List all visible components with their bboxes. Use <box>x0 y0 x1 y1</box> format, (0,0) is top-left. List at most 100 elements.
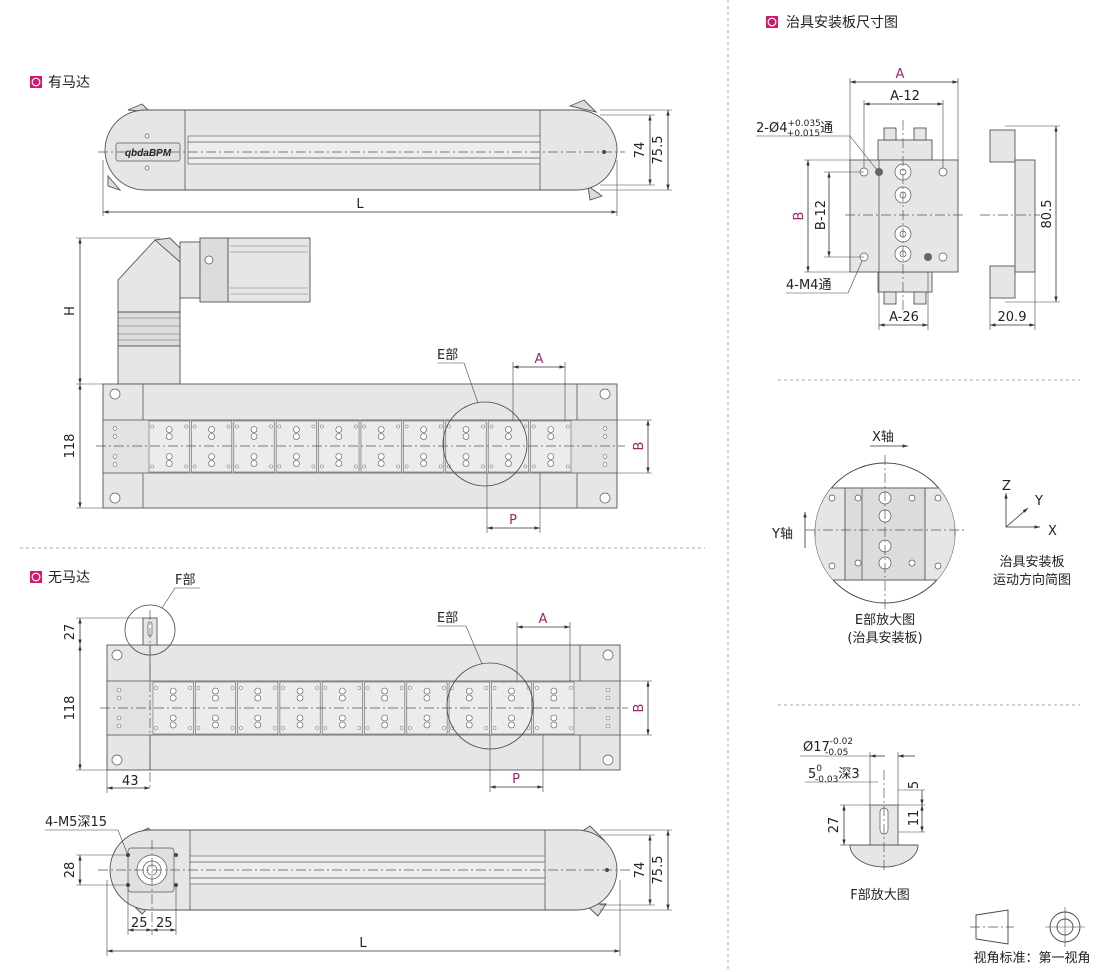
module-hole <box>169 687 177 695</box>
carriage-strip <box>102 419 618 474</box>
motion-subcaption: 运动方向简图 <box>993 572 1071 588</box>
module-hole <box>523 464 528 469</box>
module-hole <box>438 464 443 469</box>
projection-symbol: 视角标准：第一视角 <box>970 907 1091 966</box>
module-hole <box>339 714 346 722</box>
module-hole <box>250 433 258 440</box>
module-hole <box>523 424 528 429</box>
dim-A-26: A-26 <box>889 310 919 325</box>
module-hole <box>154 686 158 690</box>
module-hole <box>150 464 155 469</box>
section-header-with-motor: 有马达 <box>30 75 90 91</box>
section-title: 有马达 <box>48 75 90 91</box>
module-hole <box>550 714 558 722</box>
module-hole <box>531 424 536 429</box>
module-hole <box>319 464 324 469</box>
module-hole <box>399 726 404 730</box>
dim-11: 11 <box>907 810 922 827</box>
detail-F-label: F部 <box>175 573 195 588</box>
logo-text: qbdaBPM <box>125 148 172 159</box>
module-hole <box>569 686 573 690</box>
key-tolerance: 50-0.03深3 <box>808 764 860 785</box>
detail-E-circle <box>442 401 528 487</box>
module-hole <box>192 424 197 429</box>
module-hole <box>362 464 367 469</box>
module-hole <box>250 460 258 467</box>
module-hole <box>423 694 431 702</box>
dim-118: 118 <box>63 696 78 721</box>
dim-28: 28 <box>63 862 78 879</box>
module-hole <box>569 726 573 730</box>
fixture-plate-drawing: A A-12 2-Ø4+0.035+0.015通 B B-12 4-M4通 A-… <box>756 67 1060 330</box>
module-hole <box>535 686 539 690</box>
module-hole <box>484 686 489 690</box>
module-hole <box>465 721 473 729</box>
module-hole <box>508 714 515 722</box>
gear-reducer <box>117 311 181 347</box>
end-hole <box>605 723 611 729</box>
module-hole <box>381 714 388 722</box>
end-hole <box>116 715 122 721</box>
dim-B: B <box>632 442 647 451</box>
module-hole <box>465 694 473 702</box>
module-hole <box>462 426 470 433</box>
module-hole <box>335 460 343 467</box>
module-hole <box>281 686 285 690</box>
module-hole <box>420 453 427 460</box>
end-hole <box>602 434 608 439</box>
module-hole <box>357 686 362 690</box>
f-detail-view: Ø17-0.02-0.05 50-0.03深3 5 11 27 F部放大图 <box>800 737 925 903</box>
module-hole <box>353 464 358 469</box>
module-hole <box>230 686 235 690</box>
dim-A: A <box>535 352 544 367</box>
module-hole <box>365 686 370 690</box>
e-detail-subcaption: (治具安装板) <box>847 631 922 646</box>
top-view-without-motor: 4-M5深15 28 74 75.5 25 25 L <box>45 815 672 956</box>
module-hole <box>442 686 446 690</box>
module-hole <box>323 726 328 730</box>
module-hole <box>404 424 409 429</box>
module-hole <box>296 721 304 729</box>
module-hole <box>535 726 539 730</box>
module-hole <box>531 464 536 469</box>
dim-L: L <box>359 936 367 951</box>
module-hole <box>272 726 277 730</box>
end-hole <box>602 426 608 431</box>
module-hole <box>323 686 328 690</box>
module-hole <box>293 433 300 440</box>
end-hole <box>605 687 611 693</box>
module-hole <box>484 726 489 730</box>
module-hole <box>362 424 367 429</box>
module-hole <box>505 426 512 433</box>
module-hole <box>420 426 427 433</box>
module-hole <box>281 726 285 730</box>
dim-75-5: 75.5 <box>651 136 666 165</box>
module-hole <box>377 460 385 467</box>
top-view-with-motor: qbdaBPM 74 75.5 L <box>98 99 672 216</box>
module-hole <box>377 453 385 460</box>
section-title: 治具安装板尺寸图 <box>786 15 898 31</box>
detail-E-label: E部 <box>437 611 458 626</box>
module-hole <box>315 726 319 730</box>
module-hole <box>188 726 192 730</box>
end-hole <box>116 687 122 693</box>
module-hole <box>296 687 304 695</box>
module-hole <box>508 721 515 729</box>
section-header-fixture-plate: 治具安装板尺寸图 <box>766 15 898 31</box>
section-header-without-motor: 无马达 <box>30 570 90 586</box>
motion-caption: 治具安装板 <box>999 555 1064 570</box>
motion-direction-diagram: Z Y X 治具安装板 运动方向简图 <box>993 479 1071 588</box>
module-hole <box>462 460 470 467</box>
module-hole <box>550 687 558 695</box>
module-hole <box>311 464 316 469</box>
module-hole <box>235 424 239 429</box>
end-hole <box>605 695 611 701</box>
module-hole <box>272 686 277 690</box>
module-hole <box>208 453 215 460</box>
module-hole <box>447 424 451 429</box>
module-hole <box>196 726 201 730</box>
y-axis-arrow <box>1005 507 1029 528</box>
dim-118: 118 <box>63 434 78 459</box>
module-hole <box>226 464 231 469</box>
